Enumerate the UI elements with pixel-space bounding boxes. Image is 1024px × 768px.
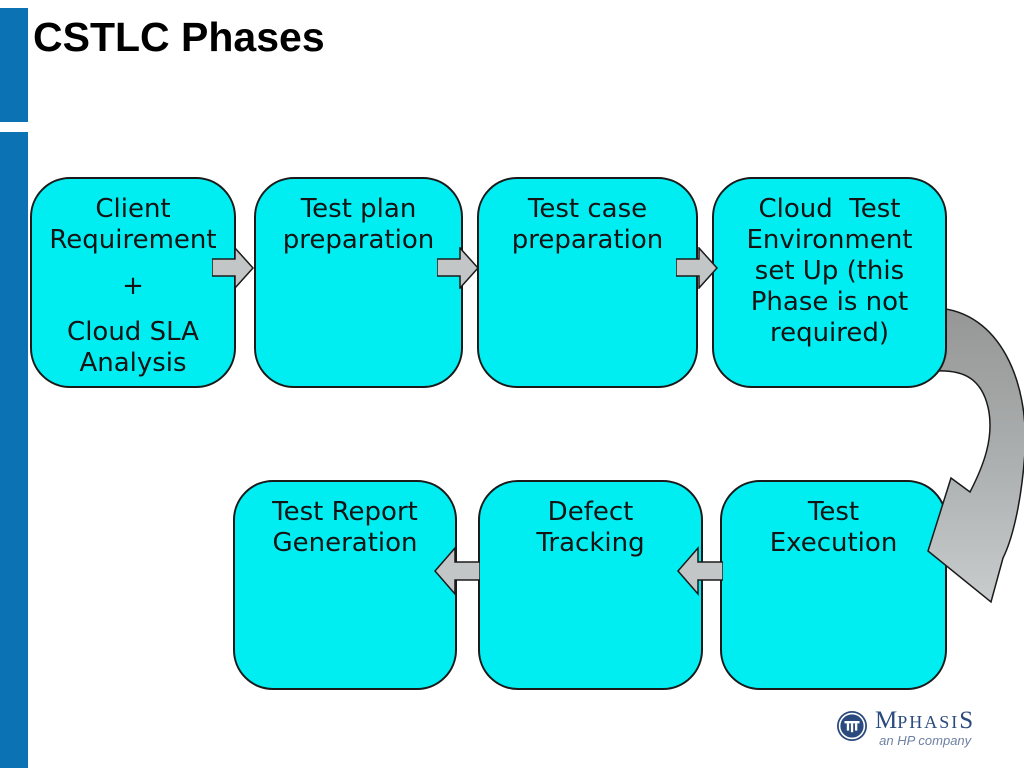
phase-box-text-line: set Up (this <box>754 256 905 286</box>
arrow-left-icon <box>677 546 723 596</box>
phase-box-text-line: Generation <box>272 528 418 558</box>
phase-box-text-line: Test <box>807 497 860 527</box>
phase-box-text-line: Cloud Test <box>758 194 901 224</box>
page-title: CSTLC Phases <box>33 14 325 60</box>
phase-box-text-line: Test plan <box>300 194 417 224</box>
left-accent-bar-top <box>0 8 28 122</box>
phase-box-text-line: Tracking <box>536 528 645 558</box>
brand-tagline: an HP company <box>879 733 972 748</box>
arrow-left-icon <box>434 546 480 596</box>
brand-letters: PHASI <box>897 712 960 732</box>
phase-box-text-line: Client <box>95 194 171 224</box>
phase-box-text-line: required) <box>769 318 890 348</box>
mphasis-emblem-icon <box>837 711 867 741</box>
phase-box-text-line: preparation <box>282 225 435 255</box>
phase-box-text-line: preparation <box>511 225 664 255</box>
curved-arrow-down-icon <box>927 307 1024 604</box>
mphasis-wordmark: MPHASIS an HP company <box>875 708 973 747</box>
arrow-right-icon <box>676 247 718 289</box>
phase-box-text-line: Execution <box>769 528 898 558</box>
phase-box-text-line: Cloud SLA <box>67 317 199 347</box>
phase-box-text-line <box>32 256 234 271</box>
phase-box-text-line: Analysis <box>79 348 187 378</box>
arrow-right-icon <box>437 247 479 289</box>
mphasis-logo: MPHASIS an HP company <box>836 708 973 747</box>
phase-box-text-line <box>32 302 234 317</box>
phase-box-text-line: + <box>122 271 144 301</box>
brand-letter: S <box>959 707 974 734</box>
phase-box-text-line: Test Report <box>272 497 418 527</box>
left-accent-bar-main <box>0 132 28 768</box>
phase-box-text-line: Environment <box>746 225 913 255</box>
phase-box-text-line: Requirement <box>49 225 217 255</box>
arrow-right-icon <box>212 247 254 289</box>
brand-letter: M <box>875 707 898 734</box>
phase-box-text-line: Defect <box>547 497 634 527</box>
phase-box-text-line: Phase is not <box>750 287 909 317</box>
phase-box-text-line: Test case <box>527 194 648 224</box>
